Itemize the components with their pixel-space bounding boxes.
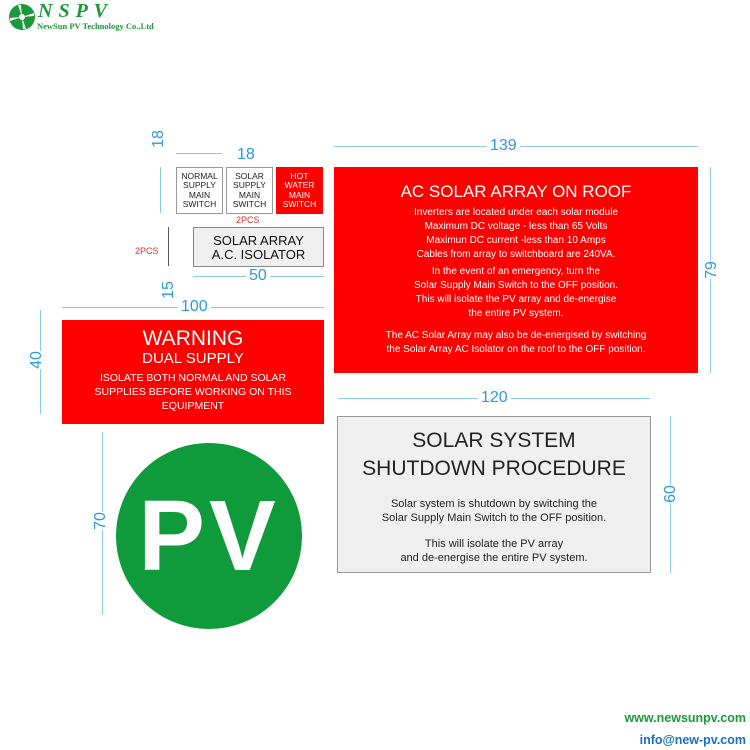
- dim-shutdown-height: 60: [661, 485, 680, 503]
- ac-solar-array-sign: AC SOLAR ARRAY ON ROOF Inverters are loc…: [334, 167, 698, 373]
- ac-sign-line: In the event of an emergency, turn the: [431, 266, 601, 277]
- ac-sign-line: Maximun DC current -less than 10 Amps: [426, 235, 606, 246]
- email-link[interactable]: info@new-pv.com: [639, 733, 746, 747]
- ac-sign-line: the entire PV system.: [468, 308, 564, 319]
- isolator-line2: A.C. ISOLATOR: [211, 247, 306, 262]
- dim-shutdown-width: 120: [478, 389, 511, 407]
- shutdown-line: Solar Supply Main Switch to the OFF posi…: [381, 512, 607, 524]
- dim-warning-height: 40: [27, 351, 46, 369]
- pv-circle-label: PV: [116, 443, 302, 629]
- warning-sign: WARNING DUAL SUPPLY ISOLATE BOTH NORMAL …: [62, 320, 324, 424]
- dim-line: [176, 153, 222, 154]
- switch-label-hot-water: HOT WATER MAIN SWITCH: [276, 167, 323, 214]
- shutdown-line: and de-energise the entire PV system.: [400, 552, 588, 564]
- dim-warning-width: 100: [178, 298, 211, 316]
- isolator-label: SOLAR ARRAY A.C. ISOLATOR: [193, 227, 324, 267]
- ac-sign-line: This will isolate the PV array and de-en…: [415, 294, 617, 305]
- shutdown-procedure-sign: SOLAR SYSTEM SHUTDOWN PROCEDURE Solar sy…: [337, 416, 651, 573]
- switch-qty: 2PCS: [236, 215, 260, 225]
- ac-sign-line: The AC Solar Array may also be de-energi…: [385, 330, 647, 341]
- dim-switch-height: 18: [149, 130, 167, 148]
- warning-subtitle: DUAL SUPPLY: [142, 350, 244, 367]
- ac-sign-line: the Solar Array AC Isolator on the roof …: [386, 344, 646, 355]
- isolator-line1: SOLAR ARRAY: [213, 233, 304, 248]
- logo-brand: NSPV: [38, 0, 114, 22]
- isolator-qty: 2PCS: [135, 246, 159, 256]
- dim-pv-diameter: 70: [91, 512, 110, 530]
- dim-isolator-height: 15: [159, 281, 177, 299]
- switch-label-normal: NORMAL SUPPLY MAIN SWITCH: [176, 167, 223, 214]
- dim-ac-width: 139: [487, 137, 520, 155]
- ac-sign-line: Solar Supply Main Switch to the OFF posi…: [414, 280, 618, 291]
- logo-fan-icon: [9, 4, 35, 30]
- shutdown-line: Solar system is shutdown by switching th…: [390, 498, 598, 510]
- shutdown-title2: SHUTDOWN PROCEDURE: [362, 457, 626, 480]
- shutdown-title1: SOLAR SYSTEM: [412, 429, 576, 452]
- switch-label-solar: SOLAR SUPPLY MAIN SWITCH: [226, 167, 273, 214]
- pv-text: PV: [138, 479, 280, 592]
- dim-line: [160, 167, 161, 213]
- warning-body: ISOLATE BOTH NORMAL AND SOLAR SUPPLIES B…: [94, 372, 292, 412]
- dim-isolator-width: 50: [246, 267, 270, 285]
- dim-switch-width: 18: [237, 146, 255, 163]
- dim-ac-height: 79: [702, 261, 721, 279]
- ac-sign-line: Maximum DC voltage - less than 65 Volts: [424, 221, 608, 232]
- shutdown-line: This will isolate the PV array: [424, 538, 564, 550]
- ac-sign-line: Cables from array to switchboard are 240…: [416, 249, 616, 260]
- website-link[interactable]: www.newsunpv.com: [624, 711, 746, 725]
- dim-line: [168, 227, 169, 266]
- warning-title: WARNING: [142, 327, 244, 350]
- ac-sign-title: AC SOLAR ARRAY ON ROOF: [400, 182, 632, 201]
- ac-sign-line: Inverters are located under each solar m…: [413, 207, 618, 218]
- logo-company: NewSun PV Technology Co.,Ltd: [37, 21, 154, 31]
